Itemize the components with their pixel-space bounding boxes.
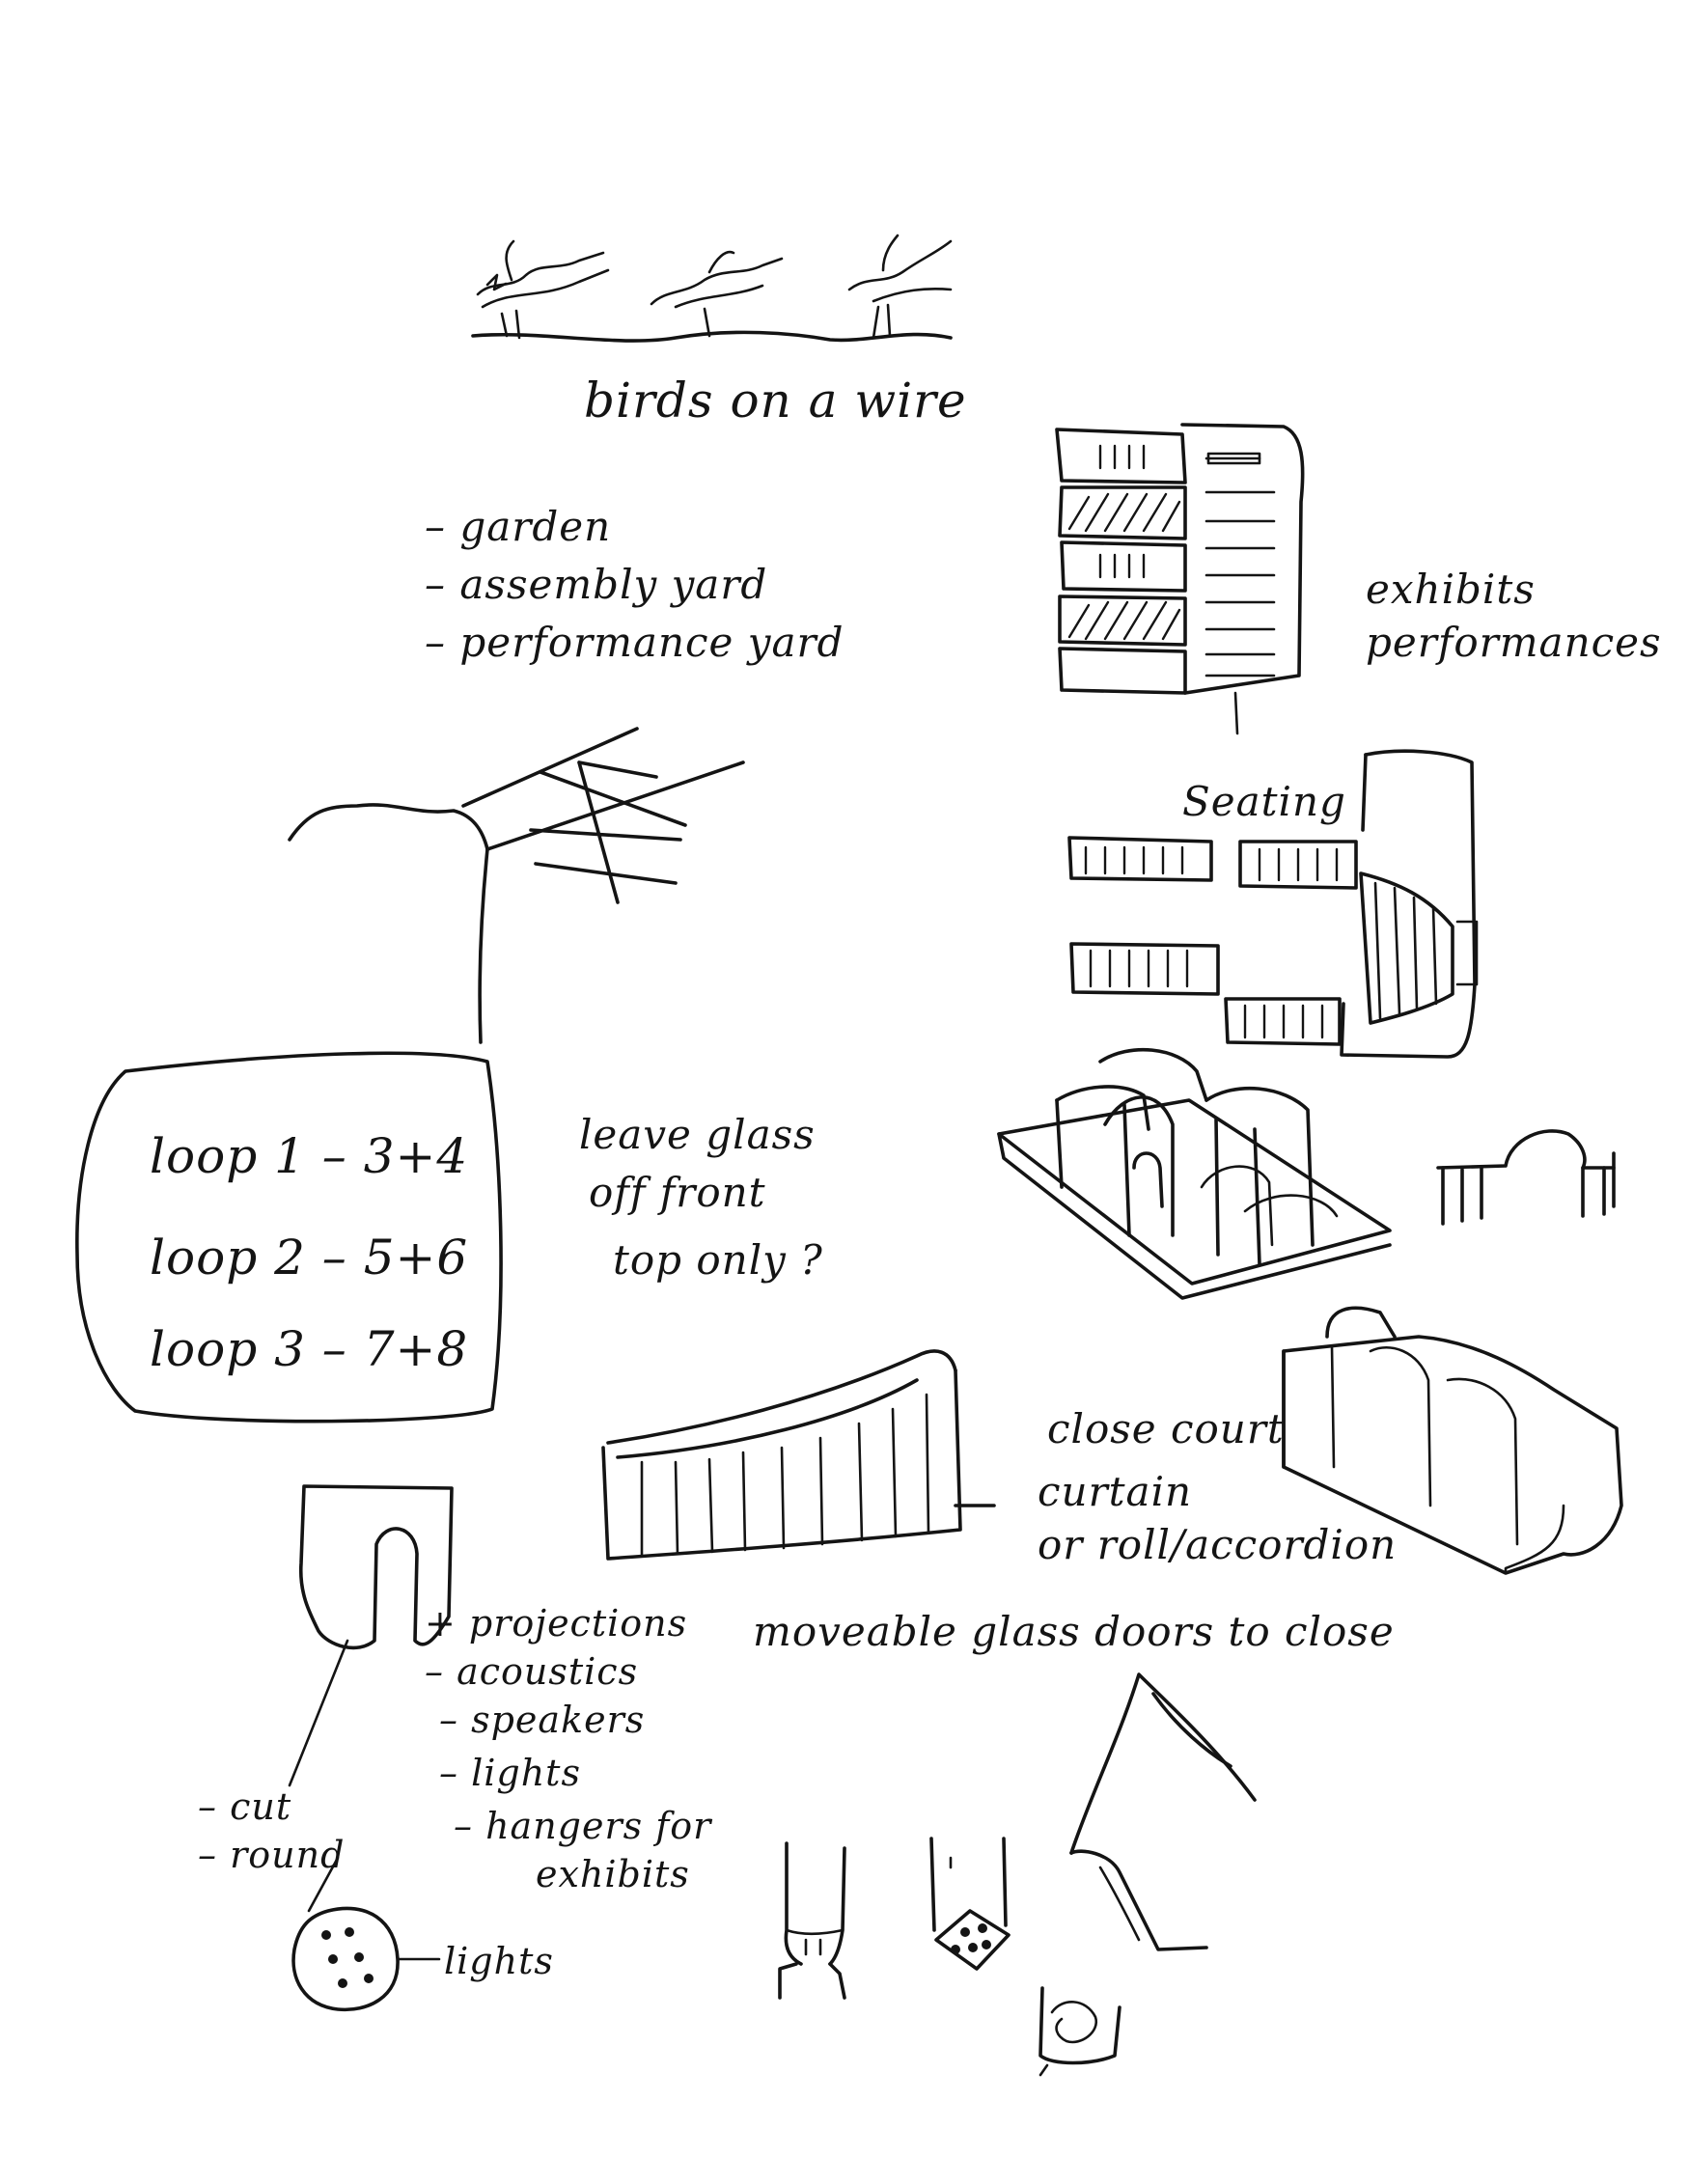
equipment-acoustics: – acoustics [425,1650,638,1693]
arch-section-sketch [288,1484,454,1787]
round-note: – round [198,1834,345,1876]
glass-note-line-2: off front [589,1169,766,1216]
exhibits-block-sketch [1055,423,1305,735]
seating-plan-sketch [1067,749,1479,1059]
seating-label: Seating [1182,778,1346,825]
exhibits-label: exhibits [1366,566,1536,613]
loop-1-label: loop 1 – 3+4 [150,1128,468,1184]
mountain-tent-sketch [1069,1673,1257,1951]
small-object-sketch [1038,1986,1121,2077]
movable-doors-note: moveable glass doors to close [753,1608,1395,1655]
arch-elevation-sketch [1436,1129,1616,1226]
block-massing-sketch [1282,1306,1623,1575]
program-item-assembly: – assembly yard [425,561,767,608]
curtain-note-line-3: or roll/accordion [1038,1521,1397,1568]
loop-3-label: loop 3 – 7+8 [150,1321,468,1377]
program-item-garden: – garden [425,503,611,550]
building-perspective-sketch [997,1047,1392,1300]
program-item-performance: – performance yard [425,619,844,666]
cut-note: – cut [198,1785,291,1828]
tree-sketch [288,727,745,1044]
loops-box-outline [75,1051,503,1424]
glass-note-line-1: leave glass [579,1111,816,1158]
equipment-lights: – lights [439,1752,581,1794]
birds-on-wire-sketch [471,234,953,343]
curtain-note-line-2: curtain [1038,1468,1192,1515]
equipment-speakers: – speakers [439,1699,645,1741]
curtain-note-line-1: close court [1047,1405,1285,1452]
glass-note-line-3: top only ? [613,1236,823,1284]
equipment-exhibits: exhibits [536,1853,690,1895]
birds-caption: birds on a wire [584,373,967,429]
equipment-projections: + projections [425,1602,687,1645]
lights-label: lights [444,1940,554,1982]
equipment-hangers: – hangers for [454,1805,713,1847]
cube-light-sketch [929,1837,1011,1971]
hanging-fixture-sketch [778,1841,846,2000]
loop-2-label: loop 2 – 5+6 [150,1230,468,1286]
performances-label: performances [1366,619,1662,666]
round-light-fixture-sketch [291,1856,441,2012]
curtain-sketch [601,1349,996,1561]
